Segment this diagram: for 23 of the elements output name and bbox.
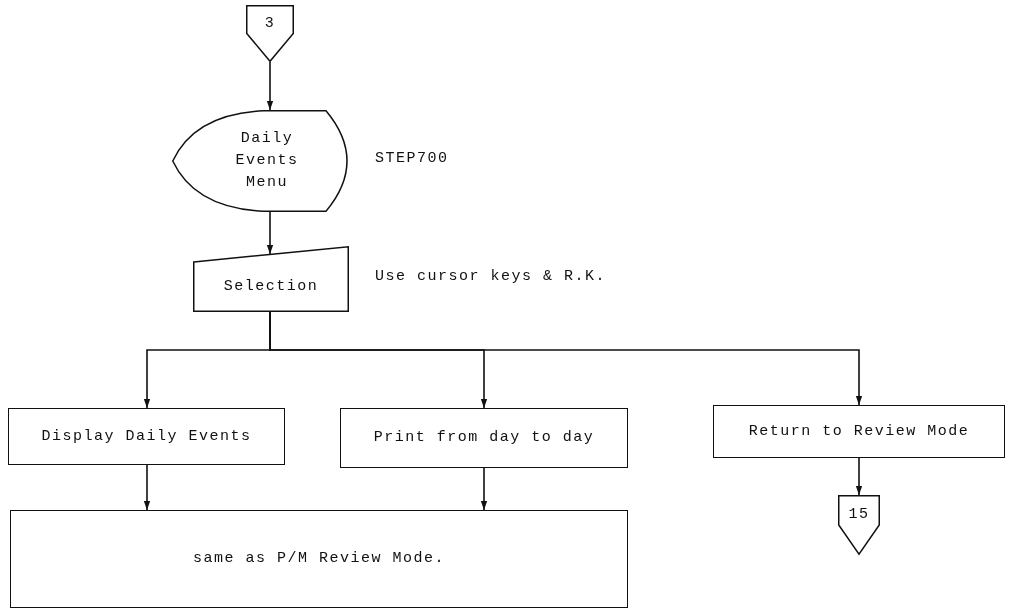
step-note: STEP700 [375,150,449,167]
arrow [480,467,488,511]
node-label: Selection [223,277,319,298]
process-box [8,408,285,465]
node-label: 15 [848,504,870,525]
process-box [10,510,628,608]
process-box [713,405,1005,458]
manual-input-shape [193,246,349,312]
node-label: Daily Events Menu [234,129,300,193]
arrow [269,311,863,406]
node-label: same as P/M Review Mode. [192,549,445,570]
node-label: Print from day to day [373,428,595,449]
arrow [855,457,863,496]
node-label: Return to Review Mode [748,421,970,442]
process-box [340,408,628,468]
node-label: Display Daily Events [41,426,252,447]
arrow [143,464,151,511]
offpage-connector [246,5,294,62]
arrow [266,211,274,255]
node-label: 3 [264,13,276,34]
offpage-connector [838,495,880,555]
step-note: Use cursor keys & R.K. [375,268,607,285]
arrow [266,61,274,111]
